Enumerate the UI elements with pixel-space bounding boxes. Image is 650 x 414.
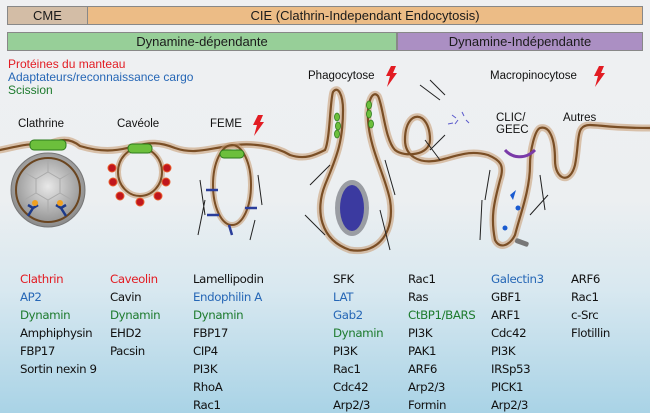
protein-item: Cdc42 (491, 326, 527, 340)
protein-item: Cavin (110, 290, 142, 304)
protein-item: Galectin3 (491, 272, 544, 286)
pathway-label-clathrine: Clathrine (18, 118, 65, 130)
protein-item: PI3K (193, 362, 218, 376)
protein-item: FBP17 (20, 344, 56, 358)
legend-coat-proteins: Protéines du manteau (8, 57, 126, 71)
protein-item: Dynamin (20, 308, 71, 322)
protein-item: FBP17 (193, 326, 229, 340)
membrane-illustration (0, 66, 650, 255)
pathway-label-macropinocytose: Macropinocytose (490, 70, 577, 82)
dynamin-independent-bar: Dynamine-Indépendante (397, 32, 643, 51)
cie-label: CIE (Clathrin-Independant Endocytosis) (250, 8, 480, 23)
protein-item: Cdc42 (333, 380, 369, 394)
clic-geec-icon (479, 148, 549, 247)
protein-item: LAT (333, 290, 354, 304)
protein-item: Rac1 (333, 362, 361, 376)
protein-item: Gab2 (333, 308, 363, 322)
protein-item: PI3K (491, 344, 516, 358)
protein-item: Rac1 (408, 272, 436, 286)
protein-item: PAK1 (408, 344, 437, 358)
protein-item: Sortin nexin 9 (20, 362, 97, 376)
pathway-label-autres: Autres (563, 112, 597, 124)
protein-item: Rac1 (571, 290, 599, 304)
protein-item: Arp2/3 (333, 398, 370, 412)
protein-item: Dynamin (333, 326, 384, 340)
protein-item: GBF1 (491, 290, 521, 304)
pathway-label-caveole: Cavéole (117, 118, 160, 130)
dynamin-independent-label: Dynamine-Indépendante (448, 34, 592, 49)
dynamin-dependent-bar: Dynamine-dépendante (7, 32, 397, 51)
legend-scission: Scission (8, 83, 53, 97)
protein-item: Formin (408, 398, 447, 412)
protein-item: Clathrin (20, 272, 64, 286)
protein-item: Rac1 (193, 398, 221, 412)
pathway-label-clic-geec: CLIC/ GEEC (496, 112, 529, 136)
protein-item: ARF1 (491, 308, 520, 322)
protein-item: Caveolin (110, 272, 158, 286)
protein-item: ARF6 (408, 362, 437, 376)
cme-label: CME (33, 8, 62, 23)
caveola-icon (107, 143, 172, 207)
pathway-label-phagocytose: Phagocytose (308, 70, 375, 82)
feme-vesicle-icon (197, 142, 263, 241)
protein-item: PICK1 (491, 380, 524, 394)
protein-item: ARF6 (571, 272, 600, 286)
protein-item: IRSp53 (491, 362, 531, 376)
protein-item: CtBP1/BARS (408, 308, 476, 322)
macropinocytosis-icon (419, 79, 470, 161)
protein-item: Pacsin (110, 344, 145, 358)
phagocytosis-icon (304, 100, 396, 251)
cme-bar: CME (7, 6, 88, 25)
protein-item: c-Src (571, 308, 599, 322)
protein-item: PI3K (333, 344, 358, 358)
pathway-label-feme: FEME (210, 118, 242, 130)
clathrin-coated-pit-icon (10, 139, 86, 228)
protein-item: Endophilin A (193, 290, 262, 304)
protein-item: PI3K (408, 326, 433, 340)
protein-item: Lamellipodin (193, 272, 264, 286)
protein-item: Dynamin (110, 308, 161, 322)
cie-bar: CIE (Clathrin-Independant Endocytosis) (87, 6, 643, 25)
protein-item: RhoA (193, 380, 223, 394)
protein-item: CIP4 (193, 344, 218, 358)
protein-item: Amphiphysin (20, 326, 93, 340)
protein-item: Arp2/3 (408, 380, 445, 394)
protein-item: Ras (408, 290, 429, 304)
protein-item: SFK (333, 272, 354, 286)
protein-item: Dynamin (193, 308, 244, 322)
legend-adaptors: Adaptateurs/reconnaissance cargo (8, 70, 194, 84)
dynamin-dependent-label: Dynamine-dépendante (136, 34, 268, 49)
protein-item: Arp2/3 (491, 398, 528, 412)
legend: Protéines du manteau Adaptateurs/reconna… (8, 58, 193, 97)
stimulus-lightning-icon (253, 66, 605, 136)
protein-item: Flotillin (571, 326, 610, 340)
protein-item: AP2 (20, 290, 42, 304)
protein-item: EHD2 (110, 326, 142, 340)
